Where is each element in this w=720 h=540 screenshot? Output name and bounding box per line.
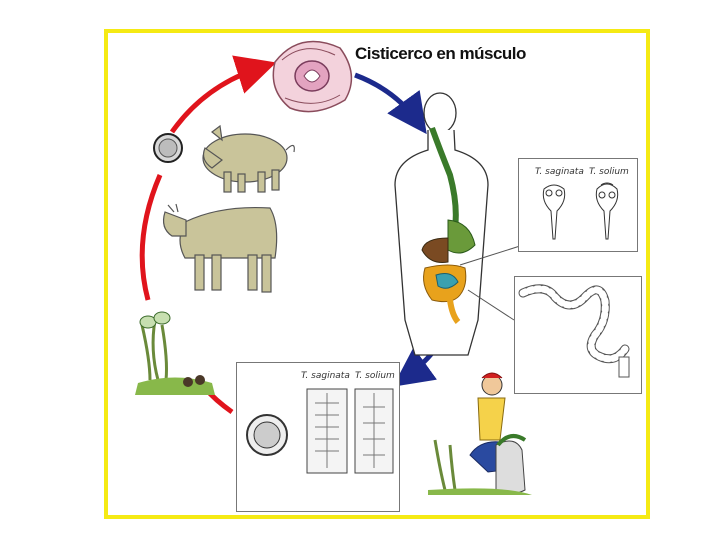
- diagram-title: Cisticerco en músculo: [355, 44, 526, 63]
- scolex-saginata: [542, 184, 566, 240]
- pig-illustration: [202, 124, 295, 193]
- digestive-tract-illustration: [421, 126, 476, 324]
- scolex-solium: [595, 182, 619, 240]
- red-arrow-top: [169, 55, 277, 134]
- cysticercus-muscle-illustration: [272, 40, 353, 113]
- scolex-label-solium: T. solium: [589, 167, 629, 177]
- cow-illustration: [162, 203, 278, 293]
- grass-proglottids-illustration: [135, 311, 215, 395]
- proglottid-drawings: [246, 388, 394, 474]
- proglottid-comparison-box: T. saginata T. solium: [236, 362, 400, 512]
- blue-arrow-top: [354, 72, 427, 135]
- connector-line-scolex: [459, 245, 521, 266]
- proglottid-solium: [354, 388, 394, 474]
- scolex-comparison-box: T. saginata T. solium: [518, 158, 638, 252]
- proglottid-label-saginata: T. saginata: [301, 371, 350, 381]
- red-arrow-left: [139, 174, 163, 301]
- diagram-frame: [104, 29, 650, 519]
- person-defecating-illustration: [428, 372, 532, 495]
- connector-line-strobila: [467, 289, 515, 321]
- proglottid-saginata: [306, 388, 348, 474]
- strobila-box: [514, 276, 642, 394]
- proglottid-label-solium: T. solium: [355, 371, 395, 381]
- egg-illustration: [153, 133, 183, 163]
- strobila-drawing: [518, 284, 630, 378]
- egg-cross-section: [246, 414, 288, 456]
- scolex-drawings: [542, 182, 619, 240]
- human-body-illustration: [394, 92, 489, 356]
- scolex-label-saginata: T. saginata: [535, 167, 584, 177]
